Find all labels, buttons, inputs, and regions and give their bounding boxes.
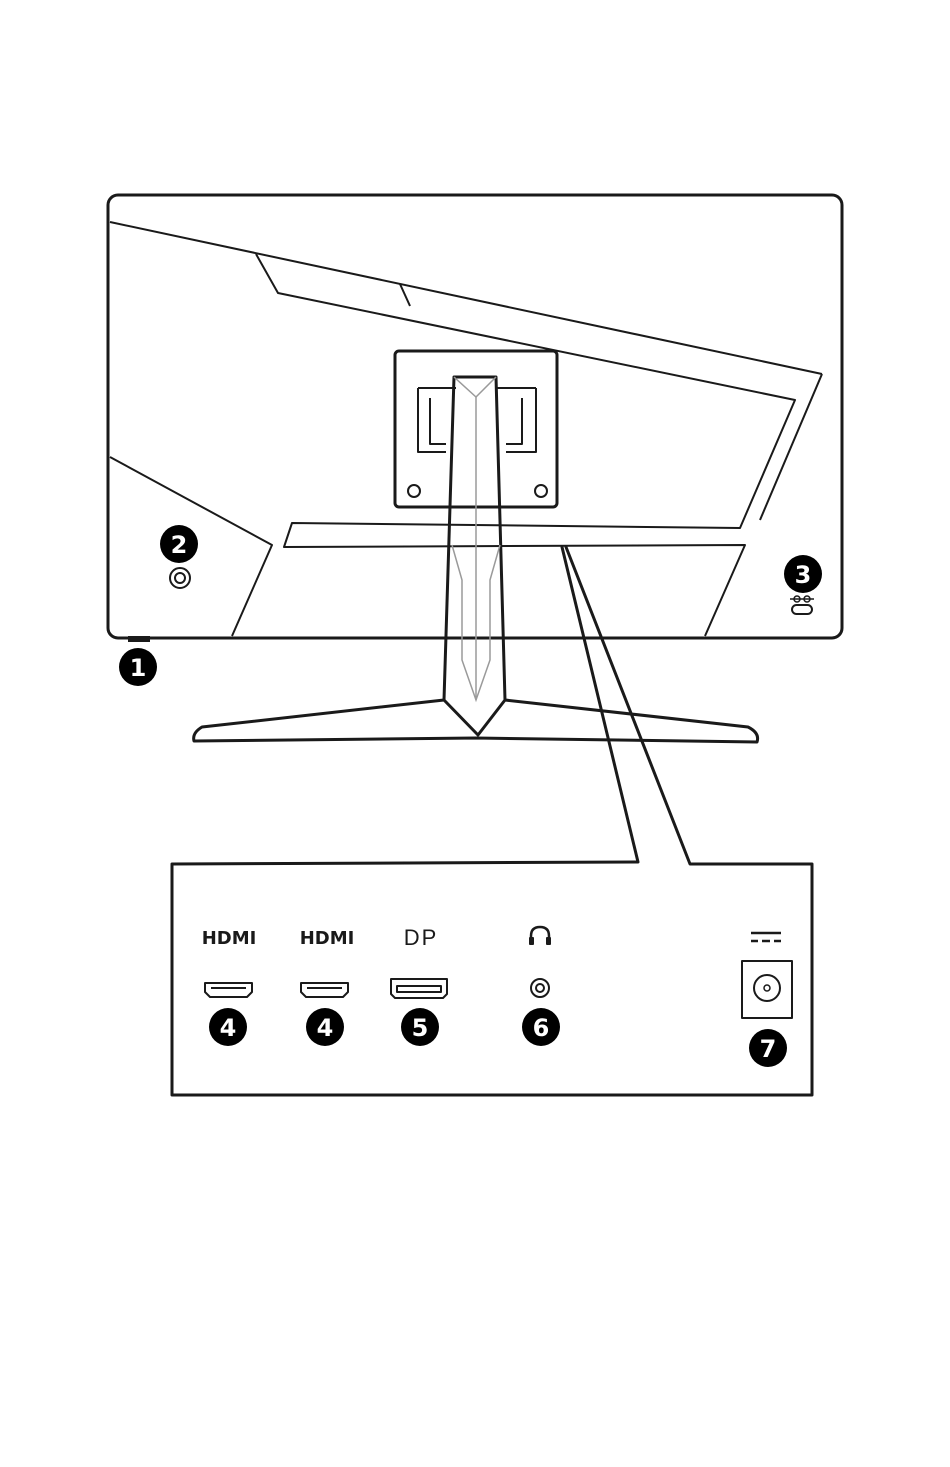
callout-4-a: 4 bbox=[209, 1008, 247, 1046]
stand-base bbox=[194, 700, 758, 742]
headphone-jack bbox=[531, 979, 549, 997]
callout-2: 2 bbox=[160, 525, 198, 563]
stand-column bbox=[444, 377, 505, 735]
svg-text:5: 5 bbox=[412, 1014, 429, 1042]
svg-text:4: 4 bbox=[220, 1014, 237, 1042]
hdmi-label-2: HDMI bbox=[300, 928, 355, 949]
hdmi-port-2 bbox=[301, 983, 348, 997]
callout-4-b: 4 bbox=[306, 1008, 344, 1046]
kensington-lock-icon bbox=[790, 596, 814, 614]
navi-key bbox=[170, 568, 190, 588]
hdmi-port-1 bbox=[205, 983, 252, 997]
svg-text:3: 3 bbox=[795, 561, 812, 589]
svg-text:7: 7 bbox=[760, 1035, 777, 1063]
callout-5: 5 bbox=[401, 1008, 439, 1046]
svg-text:6: 6 bbox=[533, 1014, 550, 1042]
callout-1: 1 bbox=[119, 648, 157, 686]
svg-text:1: 1 bbox=[130, 654, 147, 682]
callout-7: 7 bbox=[749, 1029, 787, 1067]
dp-label: DP bbox=[404, 925, 439, 950]
callout-3: 3 bbox=[784, 555, 822, 593]
svg-text:4: 4 bbox=[317, 1014, 334, 1042]
svg-text:2: 2 bbox=[171, 531, 188, 559]
port-panel: HDMI HDMI DP bbox=[202, 925, 792, 1067]
callout-6: 6 bbox=[522, 1008, 560, 1046]
dc-power-jack bbox=[742, 961, 792, 1018]
monitor-back-panel bbox=[108, 195, 842, 642]
dc-power-icon bbox=[751, 933, 781, 941]
dp-port bbox=[391, 979, 447, 998]
hdmi-label-1: HDMI bbox=[202, 928, 257, 949]
headphone-icon bbox=[529, 927, 551, 945]
port-zoom-connector bbox=[172, 547, 812, 1095]
